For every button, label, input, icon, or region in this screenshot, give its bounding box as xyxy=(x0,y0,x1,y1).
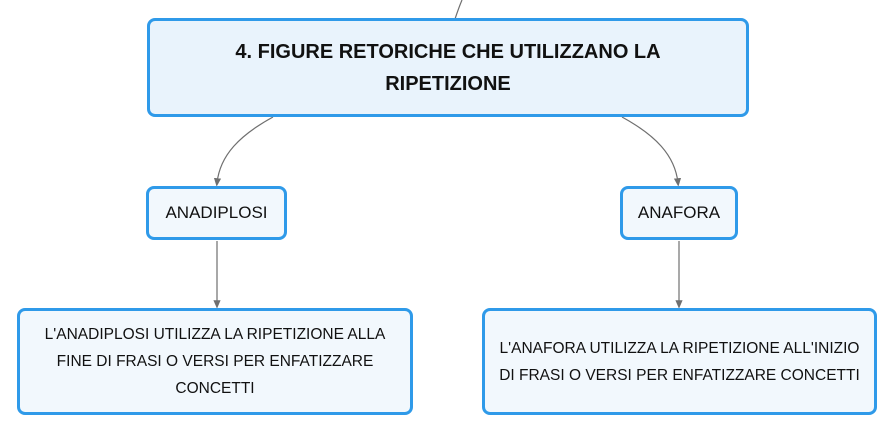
anafora-label: ANAFORA xyxy=(637,203,721,222)
anadiplosi-node[interactable]: ANADIPLOSI xyxy=(146,186,287,240)
connector-from-parent xyxy=(454,0,463,20)
anafora-description-node[interactable]: L'ANAFORA UTILIZZA LA RIPETIZIONE ALL'IN… xyxy=(482,308,877,415)
connector-main-to-anafora xyxy=(621,116,682,187)
anafora-description: L'ANAFORA UTILIZZA LA RIPETIZIONE ALL'IN… xyxy=(499,339,860,384)
main-topic-node[interactable]: 4. FIGURE RETORICHE CHE UTILIZZANO LA RI… xyxy=(147,18,749,117)
anadiplosi-description-node[interactable]: L'ANADIPLOSI UTILIZZA LA RIPETIZIONE ALL… xyxy=(17,308,413,415)
anadiplosi-description: L'ANADIPLOSI UTILIZZA LA RIPETIZIONE ALL… xyxy=(44,326,386,397)
main-topic-title: 4. FIGURE RETORICHE CHE UTILIZZANO LA RI… xyxy=(235,40,661,95)
anadiplosi-label: ANADIPLOSI xyxy=(165,203,268,222)
anafora-node[interactable]: ANAFORA xyxy=(620,186,738,240)
connector-main-to-anadiplosi xyxy=(213,116,274,187)
